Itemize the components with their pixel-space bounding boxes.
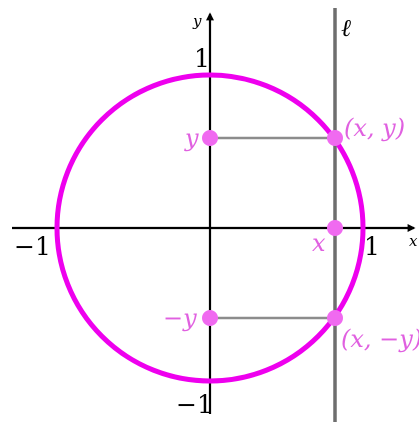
tick-label-y-neg: −1	[176, 390, 213, 419]
label-y-on-axis: y	[184, 124, 199, 152]
point-lower-intersection	[327, 310, 343, 326]
point-neg-y-on-axis	[202, 310, 218, 326]
point-y-on-axis	[202, 130, 218, 146]
unit-circle	[54, 72, 366, 384]
label-upper-intersection: (x, y)	[344, 114, 405, 142]
point-upper-intersection	[327, 130, 343, 146]
x-axis-name: x	[409, 232, 418, 250]
tick-label-x-neg: −1	[14, 232, 51, 261]
label-neg-y-on-axis: −y	[163, 304, 197, 332]
label-x-on-axis: x	[312, 229, 326, 257]
tick-label-x-pos: 1	[364, 232, 380, 261]
tick-label-y-pos: 1	[194, 44, 210, 73]
point-x-on-axis	[327, 220, 343, 236]
label-lower-intersection: (x, −y)	[341, 325, 419, 353]
y-axis-name: y	[192, 12, 202, 30]
vertical-line-label: ℓ	[341, 14, 351, 42]
